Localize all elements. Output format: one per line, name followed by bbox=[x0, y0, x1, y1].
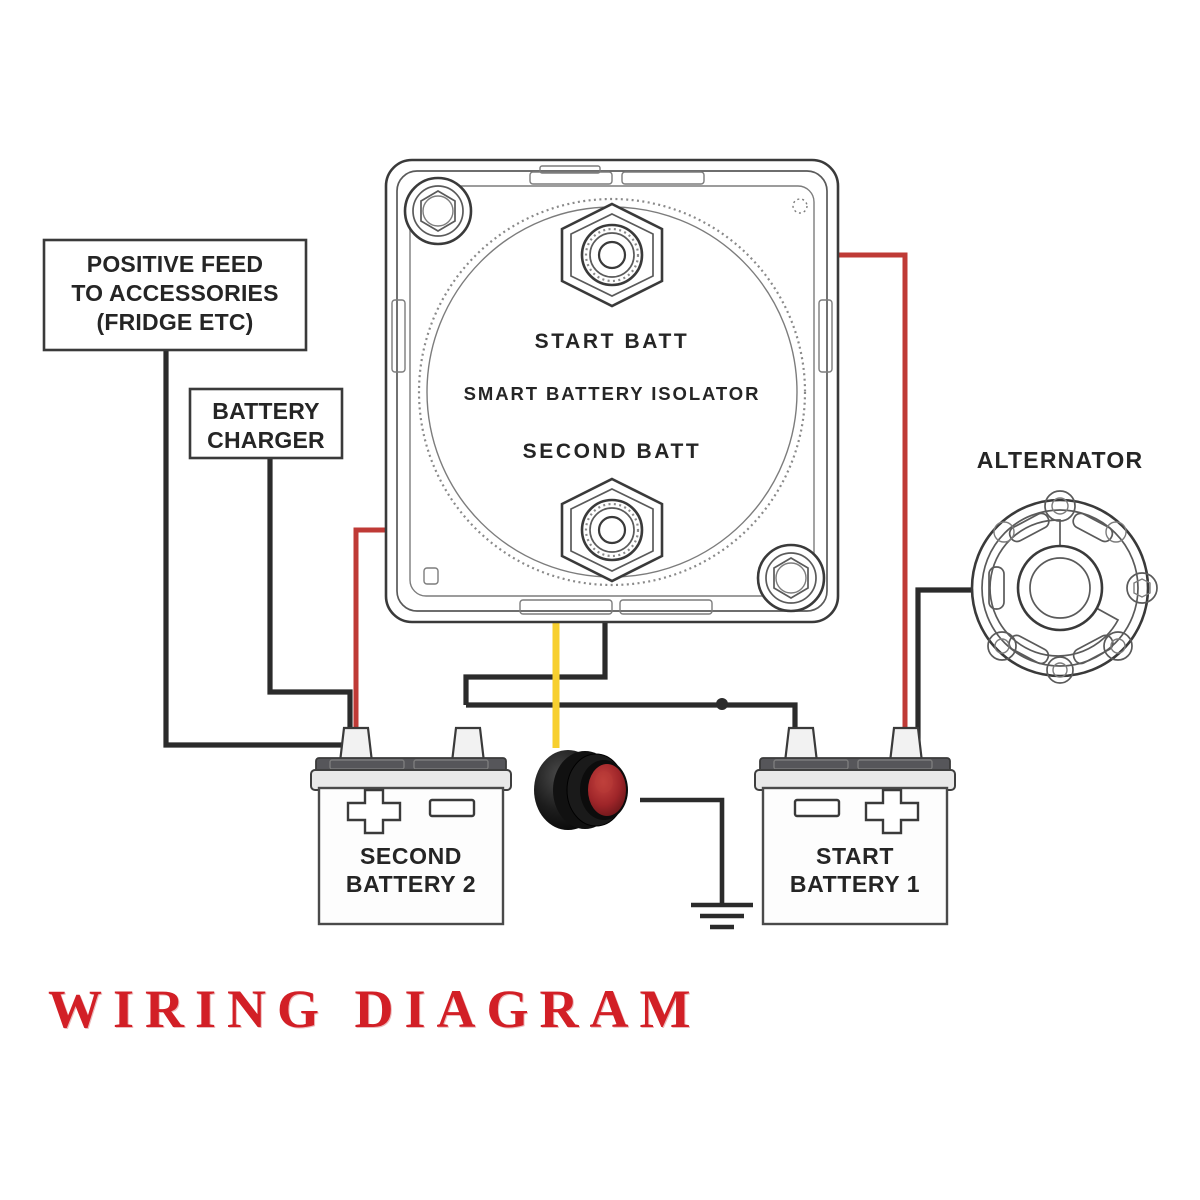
second-battery-label-line-2: BATTERY 2 bbox=[346, 871, 476, 897]
smart-battery-isolator[interactable]: START BATT SMART BATTERY ISOLATOR SECOND… bbox=[384, 158, 840, 624]
wire-positive-feed-to-second-battery-positive bbox=[163, 349, 347, 748]
wire-isolator-negative-to-bus bbox=[463, 620, 608, 705]
isolator-label-title: SMART BATTERY ISOLATOR bbox=[464, 383, 761, 404]
mounting-hole-bottom-right bbox=[756, 543, 826, 613]
switch-highlight bbox=[595, 771, 613, 793]
second-battery[interactable]: SECOND BATTERY 2 bbox=[310, 726, 512, 926]
start-battery-minus-symbol bbox=[793, 798, 841, 818]
second-battery-minus-symbol bbox=[428, 798, 476, 818]
isolator-label-second-batt: SECOND BATT bbox=[523, 440, 702, 463]
mounting-hole-top-left bbox=[403, 176, 473, 246]
battery-charger-line-2: CHARGER bbox=[207, 427, 325, 453]
battery-charger-line-1: BATTERY bbox=[212, 398, 319, 424]
positive-feed-line-2: TO ACCESSORIES bbox=[71, 280, 278, 306]
second-battery-label-line-1: SECOND bbox=[360, 843, 462, 869]
earth-ground-symbol bbox=[691, 902, 753, 930]
wire-negative-bus-between-batteries bbox=[466, 702, 798, 745]
positive-feed-line-3: (FRIDGE ETC) bbox=[97, 309, 254, 335]
start-battery-positive-post[interactable] bbox=[888, 726, 924, 764]
second-batt-terminal[interactable] bbox=[560, 477, 664, 583]
wire-battery-charger-to-second-battery-positive bbox=[267, 457, 353, 745]
second-battery-negative-post[interactable] bbox=[450, 726, 486, 764]
wire-alternator-to-start-battery-positive bbox=[905, 587, 976, 745]
wire-switch-to-ground bbox=[640, 797, 725, 905]
start-battery-label-line-1: START bbox=[816, 843, 894, 869]
alternator-bolts bbox=[987, 490, 1158, 684]
second-battery-positive-post[interactable] bbox=[338, 726, 374, 764]
positive-feed-box[interactable]: POSITIVE FEED TO ACCESSORIES (FRIDGE ETC… bbox=[42, 238, 308, 352]
alternator-vent-slots bbox=[988, 512, 1114, 665]
isolator-label-start-batt: START BATT bbox=[535, 330, 690, 353]
start-batt-terminal[interactable] bbox=[560, 202, 664, 308]
start-battery-label-line-2: BATTERY 1 bbox=[790, 871, 920, 897]
battery-charger-box[interactable]: BATTERY CHARGER bbox=[188, 387, 344, 460]
alternator-label: ALTERNATOR bbox=[977, 447, 1144, 473]
start-battery-negative-post[interactable] bbox=[783, 726, 819, 764]
positive-feed-line-1: POSITIVE FEED bbox=[87, 251, 263, 277]
switch-red-face[interactable] bbox=[588, 764, 626, 816]
start-battery-plus-symbol bbox=[864, 788, 920, 835]
isolator-dashed-ring bbox=[417, 197, 807, 587]
second-battery-plus-symbol bbox=[346, 788, 402, 835]
push-button-switch[interactable] bbox=[534, 750, 628, 830]
alternator[interactable]: ALTERNATOR bbox=[970, 447, 1158, 684]
negative-bus-junction-dot bbox=[716, 698, 728, 710]
start-battery[interactable]: START BATTERY 1 bbox=[754, 726, 956, 926]
page-title: WIRING DIAGRAM bbox=[48, 979, 702, 1039]
